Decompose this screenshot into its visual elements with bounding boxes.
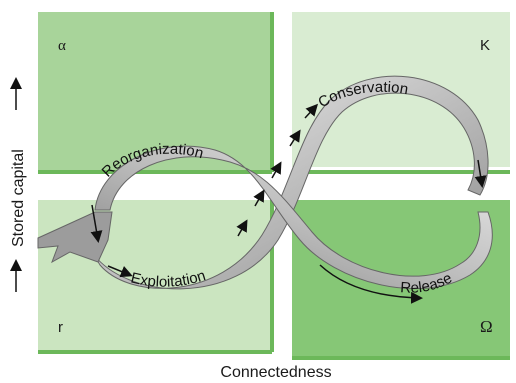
arrow-up-4 xyxy=(289,129,301,147)
symbol-omega: Ω xyxy=(480,317,493,336)
symbol-r: r xyxy=(58,319,63,336)
arrow-up-1 xyxy=(236,219,248,237)
arrow-up-2 xyxy=(253,189,265,207)
band-tail xyxy=(37,211,113,264)
arrow-up-3 xyxy=(270,161,282,179)
band-exploitation-strand xyxy=(93,75,489,290)
label-exploitation: Exploitation xyxy=(129,267,208,291)
symbol-k: K xyxy=(480,37,490,54)
x-axis-label: Connectedness xyxy=(220,364,331,381)
band-release-strand xyxy=(94,145,493,290)
quadrant-alpha xyxy=(38,12,272,172)
arrow-cons-down xyxy=(474,159,487,188)
y-axis-label: Stored capital xyxy=(10,149,27,247)
arrow-reorg-down xyxy=(90,204,103,243)
arrow-up-5 xyxy=(304,103,319,119)
arrow-expl-right xyxy=(107,265,133,278)
symbol-alpha: α xyxy=(58,38,66,54)
arrow-release xyxy=(319,264,423,304)
